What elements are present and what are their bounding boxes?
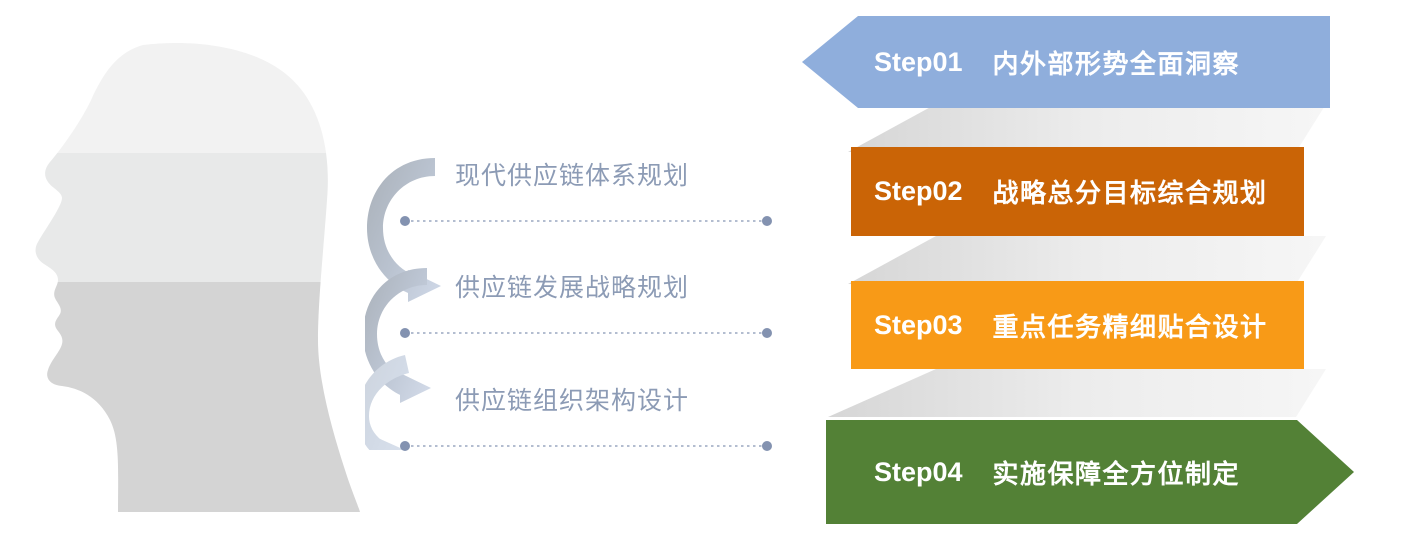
middle-item-3-connector xyxy=(400,441,772,451)
head-profile-silhouette xyxy=(35,42,361,513)
head-band-bottom xyxy=(35,282,361,513)
connector-dot-right xyxy=(762,216,772,226)
step-01-chevron xyxy=(802,16,1330,108)
diagonal-ribbon-1 xyxy=(848,104,1326,152)
connector-dot-right xyxy=(762,441,772,451)
head-band-middle xyxy=(35,153,361,282)
step-03-shape[interactable] xyxy=(851,281,1304,369)
diagonal-ribbon-3 xyxy=(828,369,1326,417)
middle-item-3-label: 供应链组织架构设计 xyxy=(455,387,690,415)
connector-dot-left xyxy=(400,216,410,226)
middle-item-1-label: 现代供应链体系规划 xyxy=(455,162,690,190)
step-03-rect xyxy=(851,281,1304,369)
curved-arrow-1 xyxy=(367,158,441,302)
middle-item-3[interactable]: 供应链组织架构设计 xyxy=(400,387,785,451)
step-02-shape[interactable] xyxy=(851,147,1304,236)
head-band-top xyxy=(35,42,361,153)
step-04-shape[interactable] xyxy=(826,420,1356,524)
diagonal-ribbon-2 xyxy=(848,236,1326,284)
connector-dot-right xyxy=(762,328,772,338)
curved-arrow-3 xyxy=(365,355,409,450)
middle-item-1-connector xyxy=(400,216,772,226)
step-04-arrow xyxy=(826,420,1354,524)
curved-arrows-group xyxy=(365,158,441,450)
middle-item-2-label: 供应链发展战略规划 xyxy=(455,274,690,302)
step-01-shape[interactable] xyxy=(800,16,1330,108)
connector-dot-left xyxy=(400,441,410,451)
step-02-rect xyxy=(851,147,1304,236)
middle-item-1[interactable]: 现代供应链体系规划 xyxy=(400,162,785,226)
connector-dot-left xyxy=(400,328,410,338)
middle-item-2[interactable]: 供应链发展战略规划 xyxy=(400,274,785,338)
middle-item-2-connector xyxy=(400,328,772,338)
